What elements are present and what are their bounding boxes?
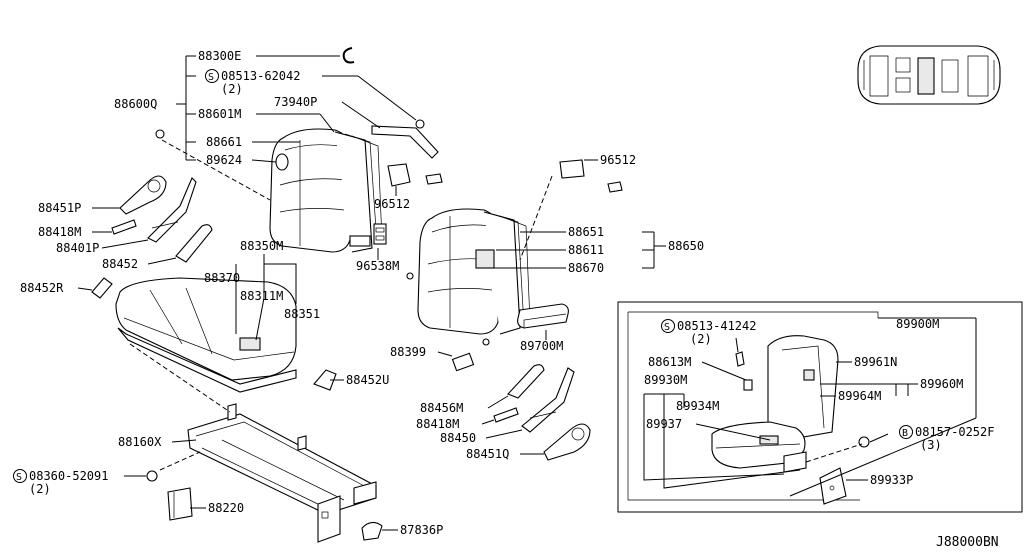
label-88399: 88399	[390, 345, 426, 359]
label-88650: 88650	[668, 239, 704, 253]
label-88613M: 88613M	[648, 355, 691, 369]
label-88418M-left: 88418M	[38, 225, 81, 239]
label-08513-62042: 08513-62042	[221, 69, 300, 83]
cover-88452U	[313, 369, 337, 391]
label-88370: 88370	[204, 271, 240, 285]
recliner-88401P	[147, 177, 197, 243]
label-88220: 88220	[208, 501, 244, 515]
vehicle-locator-icon	[857, 45, 1001, 105]
label-89934M: 89934M	[676, 399, 719, 413]
clip-88300E	[342, 47, 355, 64]
label-96512-right: 96512	[600, 153, 636, 167]
bracket-89933P	[819, 467, 847, 505]
cover-88399	[451, 352, 475, 372]
recliner-cover-88451P	[119, 175, 167, 215]
label-89900M: 89900M	[896, 317, 939, 331]
label-88351: 88351	[284, 307, 320, 321]
label-89937: 89937	[646, 417, 682, 431]
recliner-88450	[521, 367, 575, 433]
label-88670: 88670	[568, 261, 604, 275]
lever-88418M-left	[111, 219, 137, 235]
label-88350M: 88350M	[240, 239, 283, 253]
inset-inner-frame	[628, 311, 879, 318]
inset-box-89900M	[617, 301, 1023, 513]
label-96512-upper: 96512	[374, 197, 410, 211]
label-08513-41242-qty: (2)	[690, 332, 712, 346]
label-88451Q: 88451Q	[466, 447, 509, 461]
label-08157-0252F-qty: (3)	[920, 438, 942, 452]
part-88613M	[743, 379, 753, 391]
label-08513-62042-qty: (2)	[221, 82, 243, 96]
label-08360-52091: 08360-52091	[29, 469, 108, 483]
knob-88452	[175, 224, 213, 263]
label-96538M: 96538M	[356, 259, 399, 273]
bracket-88220	[167, 487, 193, 521]
label-89700M: 89700M	[520, 339, 563, 353]
label-88451P: 88451P	[38, 201, 81, 215]
s-marker-08360-52091: S	[13, 469, 27, 483]
b-marker-08157-0252F: B	[899, 425, 913, 439]
cover-88452R	[91, 277, 113, 299]
label-73940P: 73940P	[274, 95, 317, 109]
seatback-assembly-left	[269, 128, 383, 253]
diagram-code: J88000BN	[936, 535, 999, 550]
part-labels: 88300E 08513-62042 (2) 88600Q 73940P 886…	[20, 49, 999, 550]
label-89964M: 89964M	[838, 389, 881, 403]
armrest-89700M	[517, 303, 569, 329]
seat-assembly-89900M	[711, 335, 839, 473]
svg-text:S: S	[664, 322, 670, 333]
label-88611: 88611	[568, 243, 604, 257]
label-88452U: 88452U	[346, 373, 389, 387]
label-88600Q: 88600Q	[114, 97, 157, 111]
svg-text:S: S	[208, 72, 214, 83]
screw-08513-41242	[735, 351, 745, 367]
lever-88418M-right	[493, 407, 519, 423]
seat-cushion-88350M	[115, 277, 297, 393]
label-08513-41242: 08513-41242	[677, 319, 756, 333]
seatback-assembly-right	[417, 208, 531, 335]
screw-08360-52091	[146, 470, 158, 482]
label-08360-52091-qty: (2)	[29, 482, 51, 496]
label-89961N: 89961N	[854, 355, 897, 369]
label-89933P: 89933P	[870, 473, 913, 487]
label-89960M: 89960M	[920, 377, 963, 391]
recliner-cover-88451Q	[543, 423, 591, 461]
label-87836P: 87836P	[400, 523, 443, 537]
knob-88456M	[507, 364, 545, 399]
label-89930M: 89930M	[644, 373, 687, 387]
label-89624: 89624	[206, 153, 242, 167]
label-88401P: 88401P	[56, 241, 99, 255]
label-88661: 88661	[206, 135, 242, 149]
washer-icon	[406, 272, 414, 280]
bolt-08157-0252F	[858, 436, 870, 448]
leader-lines	[77, 55, 977, 531]
striker-96512-upper	[387, 163, 443, 187]
s-marker-08513-62042: S	[205, 69, 219, 83]
label-08157-0252F: 08157-0252F	[915, 425, 994, 439]
label-88418M-right: 88418M	[416, 417, 459, 431]
label-88450: 88450	[440, 431, 476, 445]
label-88311M: 88311M	[240, 289, 283, 303]
label-88160X: 88160X	[118, 435, 162, 449]
screw-icon	[155, 129, 165, 139]
bracket-73940P	[371, 119, 439, 159]
bracket-96538M	[373, 223, 387, 245]
s-marker-08513-41242: S	[661, 319, 675, 333]
label-88601M: 88601M	[198, 107, 241, 121]
label-88456M: 88456M	[420, 401, 463, 415]
washer-icon-2	[482, 338, 490, 346]
seat-frame-88160X	[187, 403, 377, 543]
cover-87836P	[361, 521, 383, 541]
label-88452: 88452	[102, 257, 138, 271]
svg-text:S: S	[16, 472, 22, 483]
label-88452R: 88452R	[20, 281, 64, 295]
striker-96512-right	[559, 159, 623, 193]
svg-text:B: B	[902, 428, 908, 439]
label-88300E: 88300E	[198, 49, 241, 63]
label-88651: 88651	[568, 225, 604, 239]
